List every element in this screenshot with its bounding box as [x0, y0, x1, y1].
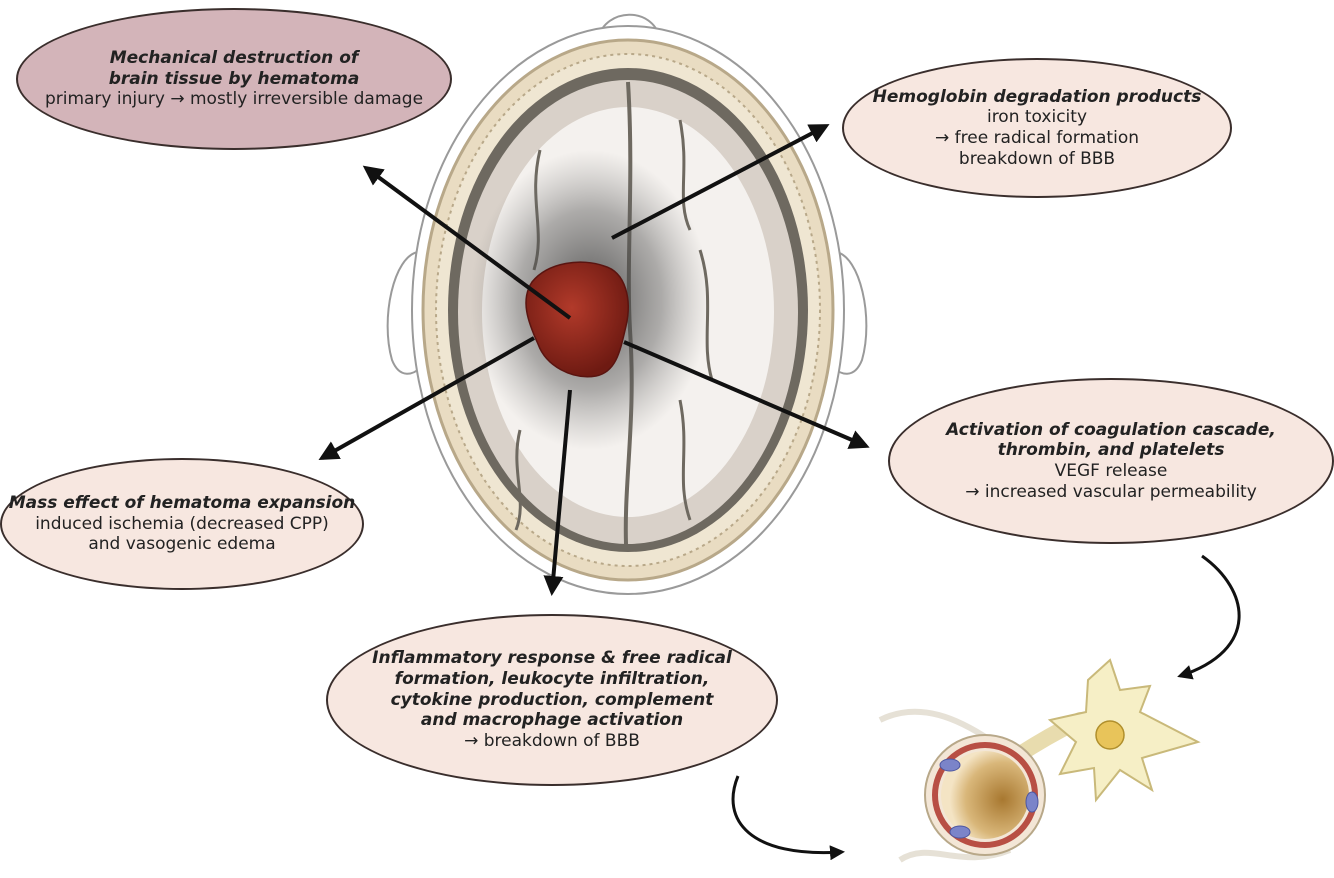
curved-arrow-infl-to-vessel	[731, 775, 845, 861]
coagulation-note-1: VEGF release	[1054, 461, 1168, 481]
endothelial-nucleus-1	[939, 758, 961, 772]
endothelial-nucleus-3	[1025, 791, 1039, 813]
curved-arrow-coag-to-cell	[1177, 554, 1241, 680]
astrocyte	[1047, 658, 1201, 803]
hemoglobin-note-2: → free radical formation	[935, 128, 1139, 148]
endothelial-nucleus-2	[949, 825, 971, 839]
inflammatory-title-2: formation, leukocyte infiltration,	[394, 668, 710, 689]
arrow-to-mechanical	[362, 165, 572, 320]
mechanical-note: primary injury → mostly irreversible dam…	[44, 89, 424, 110]
mass-effect-note-1: induced ischemia (decreased CPP)	[35, 513, 329, 534]
inflammatory-note: → breakdown of BBB	[464, 731, 640, 752]
arrow-to-mass-effect	[318, 336, 535, 460]
coagulation-title-2: thrombin, and platelets	[997, 440, 1225, 461]
head-illustration	[386, 13, 868, 595]
arrow-to-hemoglobin	[611, 124, 830, 240]
sulcus-4	[678, 399, 692, 521]
bubble-hemoglobin-degradation: Hemoglobin degradation products iron tox…	[842, 58, 1232, 198]
mechanical-title-1: Mechanical destruction of	[109, 47, 359, 68]
coagulation-note-2: → increased vascular permeability	[965, 481, 1257, 502]
bubble-mass-effect: Mass effect of hematoma expansion induce…	[0, 458, 364, 590]
capillary-lumen	[941, 751, 1029, 839]
astrocyte-nucleus	[1095, 720, 1125, 750]
mechanical-title-2: brain tissue by hematoma	[108, 68, 360, 89]
hemoglobin-title: Hemoglobin degradation products	[872, 86, 1202, 107]
hematoma	[525, 261, 629, 378]
hemoglobin-note-3: breakdown of BBB	[958, 148, 1116, 169]
left-ear	[386, 250, 422, 375]
inflammatory-title-1: Inflammatory response & free radical	[372, 648, 732, 669]
mass-effect-note-2: and vasogenic edema	[88, 534, 276, 555]
sulcus-5	[514, 429, 522, 531]
hemoglobin-note-1: iron toxicity	[986, 107, 1088, 128]
inflammatory-title-3: cytokine production, complement	[390, 689, 714, 710]
coagulation-title-1: Activation of coagulation cascade,	[946, 419, 1276, 440]
mass-effect-title: Mass effect of hematoma expansion	[8, 492, 356, 513]
arrows	[318, 124, 1241, 861]
bbb-illustration	[878, 658, 1201, 863]
inflammatory-title-4: and macrophage activation	[420, 710, 684, 731]
bubble-mechanical-destruction: Mechanical destruction of brain tissue b…	[16, 8, 452, 150]
arrow-to-coagulation	[623, 340, 870, 449]
bubble-coagulation-cascade: Activation of coagulation cascade, throm…	[888, 378, 1334, 544]
arrow-to-inflammatory	[543, 389, 572, 596]
bubble-inflammatory-response: Inflammatory response & free radical for…	[326, 614, 778, 786]
